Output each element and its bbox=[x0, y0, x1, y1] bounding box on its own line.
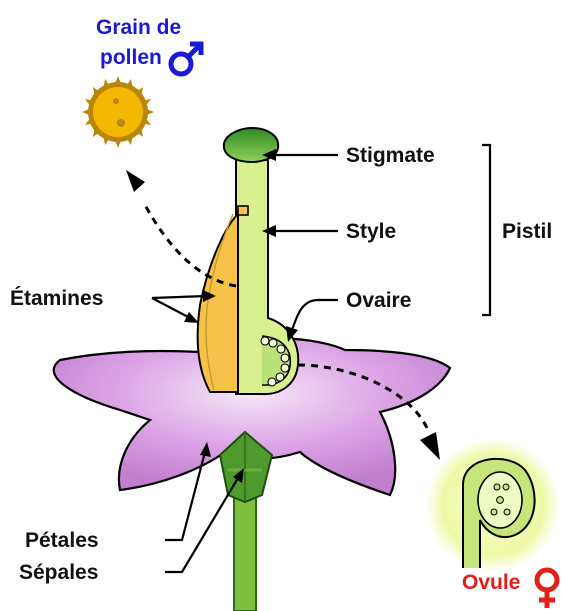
label-sepales: Sépales bbox=[19, 561, 98, 584]
ovule-arrow-head bbox=[420, 432, 440, 460]
pistil-bracket bbox=[482, 145, 490, 315]
label-petales: Pétales bbox=[25, 529, 99, 552]
etamines-leader-1 bbox=[152, 296, 206, 298]
ovaire-leader bbox=[292, 300, 338, 330]
label-stigmate: Stigmate bbox=[346, 144, 435, 167]
ovule-detail bbox=[426, 438, 560, 572]
label-pollen: pollen bbox=[100, 46, 162, 69]
stamen bbox=[198, 212, 240, 392]
label-grain-de: Grain de bbox=[96, 16, 181, 39]
label-etamines: Étamines bbox=[10, 287, 103, 310]
label-ovaire: Ovaire bbox=[346, 289, 411, 312]
label-style: Style bbox=[346, 220, 396, 243]
label-ovule: Ovule bbox=[462, 571, 520, 594]
etamines-leader-2 bbox=[152, 298, 190, 318]
male-symbol-icon bbox=[171, 44, 201, 74]
female-symbol-icon bbox=[537, 570, 557, 608]
pollen-grain bbox=[82, 76, 154, 148]
pollen-arrow-head bbox=[126, 170, 145, 192]
label-pistil: Pistil bbox=[502, 220, 552, 243]
